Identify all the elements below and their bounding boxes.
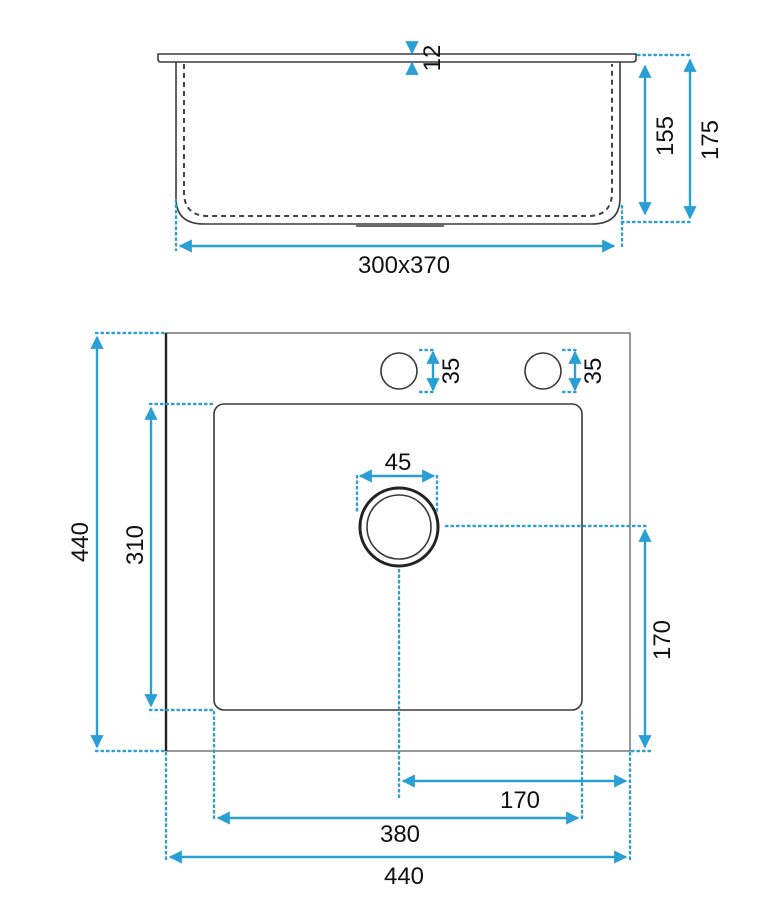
bowl-size-label: 300x370 bbox=[358, 252, 450, 279]
bowl-outline bbox=[175, 62, 621, 225]
sink-deck-plate bbox=[165, 332, 631, 752]
drain-inner bbox=[366, 494, 432, 560]
rim-thickness-label: 12 bbox=[419, 45, 446, 72]
bowl-depth-label: 155 bbox=[652, 116, 679, 156]
faucet-right-label: 35 bbox=[580, 358, 607, 385]
drain-diameter-label: 45 bbox=[385, 449, 412, 476]
total-depth-label: 175 bbox=[697, 120, 724, 160]
total-width-label: 440 bbox=[384, 863, 424, 890]
side-view: 12 155 175 300x370 bbox=[157, 41, 724, 279]
sink-rim bbox=[157, 53, 637, 63]
total-height-label: 440 bbox=[67, 522, 94, 562]
bowl-inner-dashed bbox=[183, 64, 613, 217]
bowl-top-outline bbox=[213, 403, 583, 711]
top-view: 35 35 45 440 310 170 bbox=[67, 331, 676, 890]
bowl-width-label: 380 bbox=[380, 821, 420, 848]
drain-from-bottom-label: 170 bbox=[649, 620, 676, 660]
faucet-left-label: 35 bbox=[438, 358, 465, 385]
bowl-height-label: 310 bbox=[122, 525, 149, 565]
drain-from-right-label: 170 bbox=[500, 787, 540, 814]
drain-outer bbox=[358, 486, 440, 568]
faucet-hole-left bbox=[380, 352, 418, 390]
faucet-hole-right bbox=[524, 352, 562, 390]
